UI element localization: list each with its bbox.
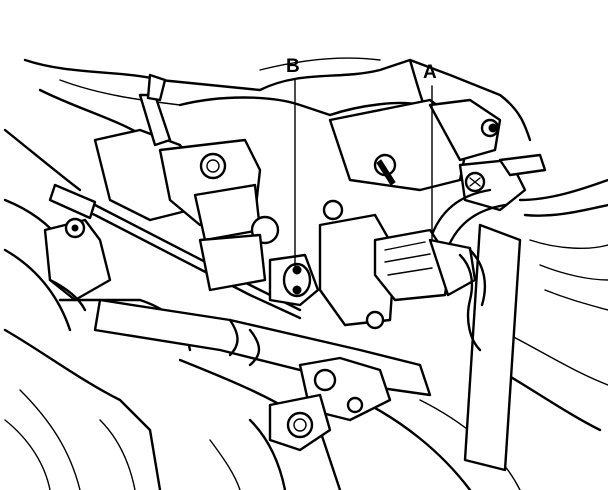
intake-manifold	[93, 98, 502, 292]
lower-mount-bracket	[268, 356, 392, 452]
sensor-a	[318, 199, 486, 352]
callout-b: B	[286, 56, 300, 269]
left-bracket	[43, 217, 112, 312]
air-duct	[428, 178, 608, 472]
callout-b-label: B	[286, 56, 300, 77]
right-bracket	[458, 153, 547, 212]
sensor-b	[268, 253, 320, 307]
callout-a-label: A	[423, 62, 437, 83]
hose-clip	[138, 73, 172, 147]
callout-a: A	[423, 62, 437, 241]
